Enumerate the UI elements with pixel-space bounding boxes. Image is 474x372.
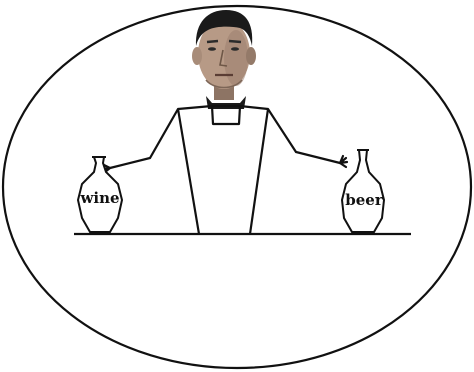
beer-bottle: beer (342, 150, 384, 232)
right-arm (268, 109, 347, 167)
wine-bottle: wine (78, 157, 122, 232)
head-photo (192, 10, 256, 100)
left-arm (103, 109, 178, 172)
torso (178, 106, 268, 234)
wine-label: wine (79, 189, 119, 207)
beer-label: beer (345, 191, 384, 209)
